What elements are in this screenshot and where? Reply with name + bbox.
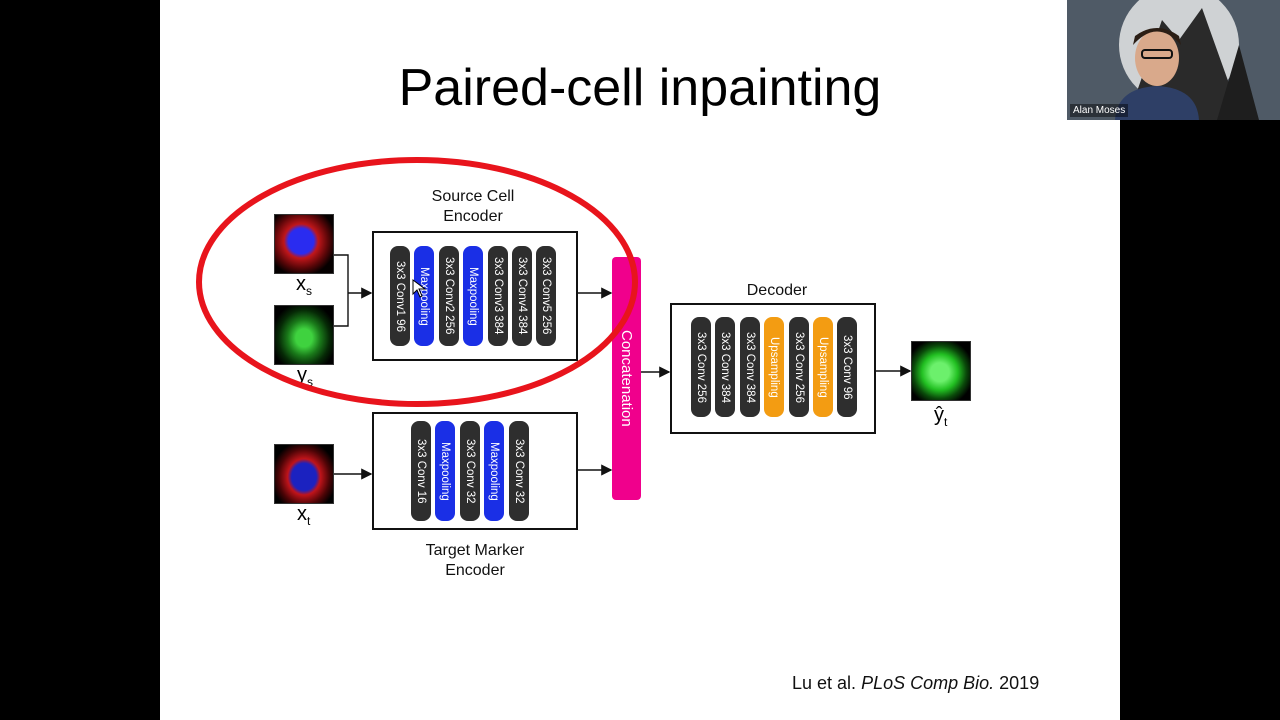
target-layer-conv3: 3x3 Conv 32 — [509, 421, 529, 521]
target-encoder-label-line1: Target Marker — [425, 542, 525, 559]
decoder-layer-upsample2: Upsampling — [813, 317, 833, 417]
target-cell-image-xt — [274, 444, 334, 504]
target-layer-pool2: Maxpooling — [484, 421, 504, 521]
participant-name: Alan Moses — [1070, 104, 1129, 117]
citation-year: 2019 — [999, 673, 1040, 693]
input-bracket — [334, 254, 349, 327]
decoder-layer-conv4: 3x3 Conv 256 — [789, 317, 809, 417]
label-xs: xs — [296, 273, 312, 298]
label-xt-sub: t — [307, 514, 311, 528]
source-layer-conv1: 3x3 Conv1 96 — [390, 246, 410, 346]
label-ys-main: y — [297, 364, 307, 386]
decoder-layer-upsample1: Upsampling — [764, 317, 784, 417]
source-layer-conv4: 3x3 Conv4 384 — [512, 246, 532, 346]
citation-journal: PLoS Comp Bio. — [861, 673, 995, 693]
source-layer-conv2: 3x3 Conv2 256 — [439, 246, 459, 346]
presentation-slide: Paired-cell inpainting Source Cell Encod… — [160, 0, 1120, 720]
label-yt-main: ŷ — [934, 404, 944, 426]
source-marker-image-ys — [274, 305, 334, 365]
target-encoder-label-line2: Encoder — [445, 562, 505, 579]
label-yt-sub: t — [944, 415, 948, 429]
citation: Lu et al. PLoS Comp Bio. 2019 — [792, 673, 1039, 694]
label-xs-main: x — [296, 273, 306, 295]
source-cell-image-xs — [274, 214, 334, 274]
target-layer-conv1: 3x3 Conv 16 — [411, 421, 431, 521]
source-layer-conv5: 3x3 Conv5 256 — [536, 246, 556, 346]
target-encoder-box: 3x3 Conv 16 Maxpooling 3x3 Conv 32 Maxpo… — [372, 412, 578, 530]
source-encoder-box: 3x3 Conv1 96 Maxpooling 3x3 Conv2 256 Ma… — [372, 231, 578, 361]
slide-title: Paired-cell inpainting — [398, 59, 882, 117]
target-layer-pool1: Maxpooling — [435, 421, 455, 521]
label-xt: xt — [297, 503, 310, 528]
label-xt-main: x — [297, 503, 307, 525]
label-yt-hat: ŷt — [934, 404, 947, 429]
source-encoder-label: Source Cell Encoder — [373, 187, 573, 227]
participant-video[interactable]: Alan Moses — [1067, 0, 1280, 120]
source-layer-pool1: Maxpooling — [414, 246, 434, 346]
decoder-layer-conv3: 3x3 Conv 384 — [740, 317, 760, 417]
decoder-layer-conv5: 3x3 Conv 96 — [837, 317, 857, 417]
label-ys-sub: s — [307, 375, 313, 389]
decoder-label: Decoder — [746, 282, 808, 299]
predicted-marker-image-yt — [911, 341, 971, 401]
target-layer-conv2: 3x3 Conv 32 — [460, 421, 480, 521]
label-ys: ys — [297, 364, 313, 389]
target-encoder-label: Target Marker Encoder — [375, 541, 575, 581]
source-layer-pool2: Maxpooling — [463, 246, 483, 346]
participant-video-feed — [1067, 0, 1280, 120]
citation-authors: Lu et al. — [792, 673, 857, 693]
label-xs-sub: s — [306, 284, 312, 298]
source-encoder-label-line1: Source Cell — [431, 188, 515, 205]
source-encoder-label-line2: Encoder — [443, 208, 503, 225]
decoder-layer-conv2: 3x3 Conv 384 — [715, 317, 735, 417]
decoder-box: 3x3 Conv 256 3x3 Conv 384 3x3 Conv 384 U… — [670, 303, 876, 434]
concatenation-block: Concatenation — [612, 257, 641, 500]
source-layer-conv3: 3x3 Conv3 384 — [488, 246, 508, 346]
decoder-layer-conv1: 3x3 Conv 256 — [691, 317, 711, 417]
